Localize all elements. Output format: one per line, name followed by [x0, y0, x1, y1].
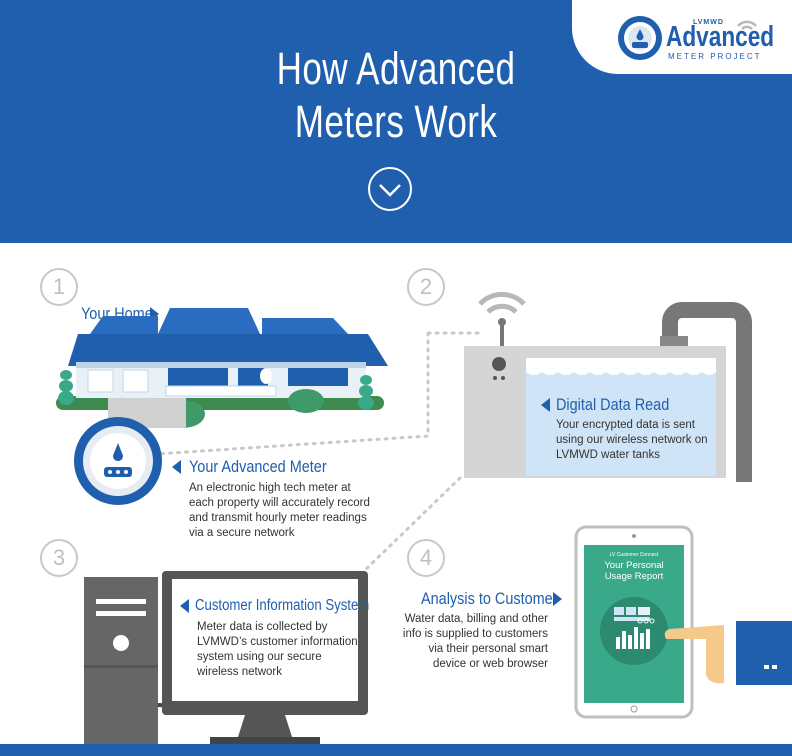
- computer-illustration: [84, 571, 368, 745]
- step-4-number: 4: [407, 539, 445, 577]
- title-line-2: Meters Work: [294, 96, 498, 147]
- footer-bar: [0, 744, 792, 756]
- cis-description: Meter data is collected by LVMWD’s custo…: [197, 620, 367, 680]
- advanced-meter-icon: [74, 417, 162, 505]
- analysis-desc-line: via their personal smart: [428, 643, 548, 655]
- arrow-left-icon: [541, 398, 550, 412]
- analysis-description: Water data, billing and other info is su…: [380, 612, 548, 672]
- title-line-1: How Advanced: [276, 43, 516, 94]
- meter-description: An electronic high tech meter at each pr…: [189, 481, 389, 541]
- tablet-title-line: Usage Report: [604, 571, 664, 582]
- cis-heading: Customer Information System: [195, 597, 370, 614]
- tablet-report-title: Your Personal Usage Report: [584, 560, 684, 582]
- meter-heading: Your Advanced Meter: [189, 457, 327, 476]
- meter-desc-line: An electronic high tech meter at: [189, 482, 351, 494]
- arrow-right-icon: [150, 307, 159, 321]
- page-title: How Advanced Meters Work: [240, 42, 552, 148]
- arrow-right-icon: [553, 592, 562, 606]
- tablet-app-name: LV Customer Connect: [609, 552, 659, 558]
- tablet-illustration: [574, 525, 792, 719]
- tablet-title-line: Your Personal: [604, 560, 664, 571]
- meter-desc-line: and transmit hourly meter readings: [189, 512, 367, 524]
- cis-desc-line: LVMWD’s customer information: [197, 636, 358, 648]
- digital-desc-line: Your encrypted data is sent: [556, 419, 695, 431]
- logo-wifi-icon: [737, 20, 757, 30]
- cis-desc-line: wireless network: [197, 666, 282, 678]
- logo-subtitle: METER PROJECT: [668, 52, 762, 61]
- digital-desc-line: LVMWD water tanks: [556, 449, 660, 461]
- logo-meter-icon: [618, 16, 662, 60]
- scroll-down-chevron-icon[interactable]: [367, 166, 413, 212]
- step-1-number: 1: [40, 268, 78, 306]
- analysis-desc-line: device or web browser: [432, 658, 548, 670]
- step-3-number: 3: [40, 539, 78, 577]
- cis-desc-line: Meter data is collected by: [197, 621, 328, 633]
- logo-panel: [572, 0, 792, 74]
- house-illustration: [56, 308, 388, 428]
- digital-heading: Digital Data Read: [556, 395, 670, 414]
- logo-name: Advanced: [666, 21, 775, 53]
- analysis-desc-line: Water data, billing and other: [404, 613, 548, 625]
- step-2-number: 2: [407, 268, 445, 306]
- analysis-desc-line: info is supplied to customers: [402, 628, 548, 640]
- analysis-heading: Analysis to Customer: [421, 589, 558, 608]
- cis-desc-line: system using our secure: [197, 651, 322, 663]
- arrow-left-icon: [180, 599, 189, 613]
- meter-desc-line: via a secure network: [189, 527, 295, 539]
- arrow-left-icon: [172, 460, 181, 474]
- digital-description: Your encrypted data is sent using our wi…: [556, 418, 731, 463]
- digital-desc-line: using our wireless network on: [556, 434, 708, 446]
- logo-org: LVMWD: [693, 19, 724, 26]
- meter-desc-line: each property will accurately record: [189, 497, 370, 509]
- water-tank-illustration: [464, 292, 752, 482]
